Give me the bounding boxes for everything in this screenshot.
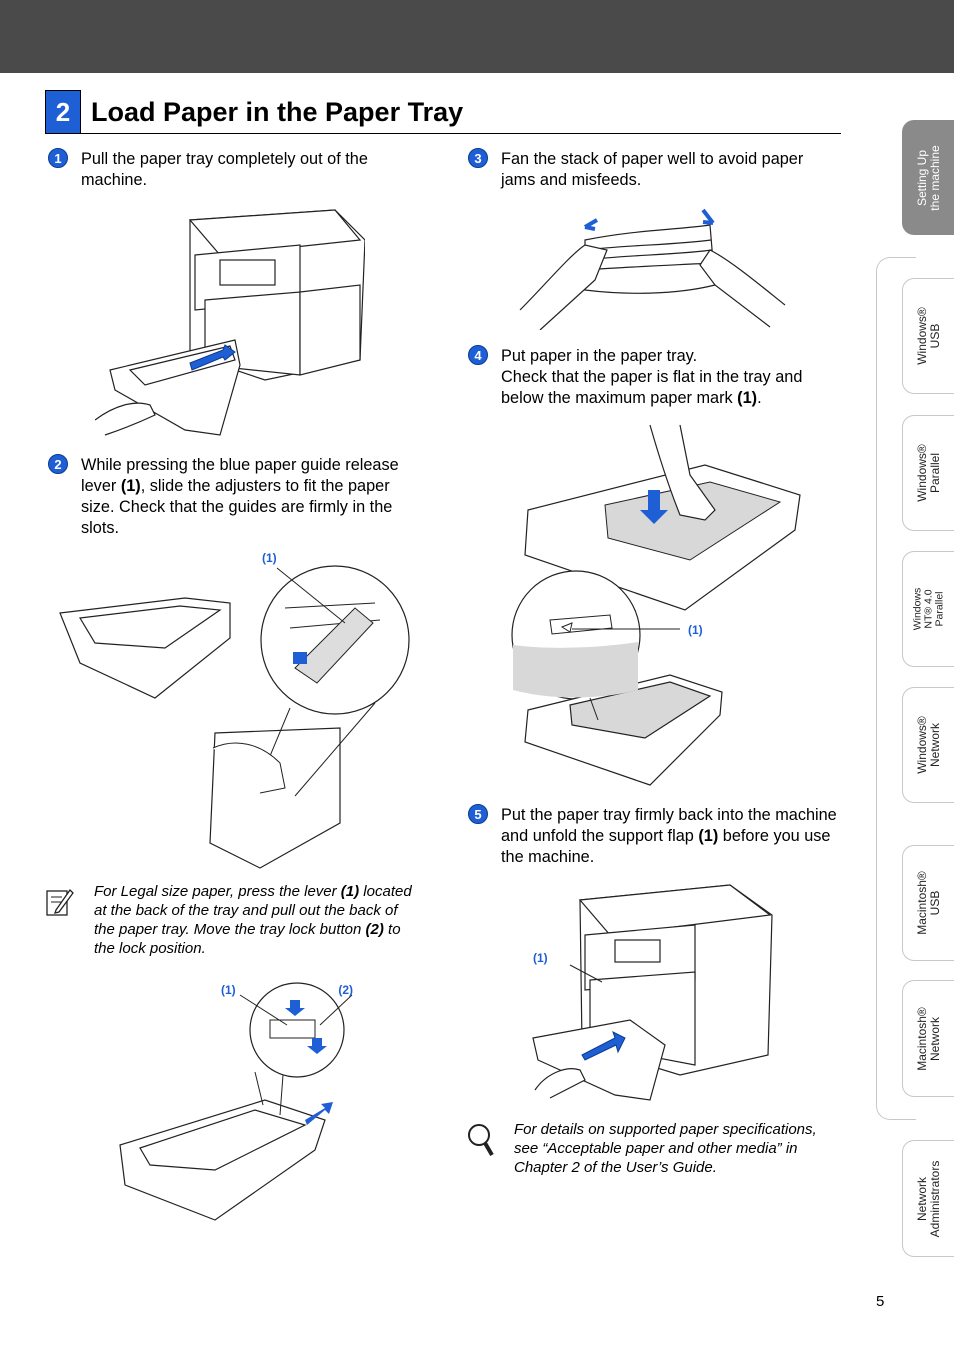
section-title: Load Paper in the Paper Tray bbox=[91, 97, 464, 127]
guide-release-illustration: (1) bbox=[59, 551, 410, 869]
machine-tray-out-illustration bbox=[95, 209, 365, 436]
sidebar-tab-windows-usb[interactable]: Windows®USB bbox=[902, 278, 954, 394]
sidebar-tab-windows-parallel[interactable]: Windows®Parallel bbox=[902, 415, 954, 531]
step-5-icon: 5 bbox=[468, 804, 488, 824]
sidebar-tab-windows-network[interactable]: Windows®Network bbox=[902, 687, 954, 803]
step-4-text: Put paper in the paper tray. Check that … bbox=[501, 347, 803, 407]
magnifier-icon bbox=[468, 1124, 494, 1157]
load-paper-illustration: (1) bbox=[511, 424, 801, 786]
section-number: 2 bbox=[45, 90, 81, 134]
svg-text:(1): (1) bbox=[688, 623, 703, 637]
fanning-paper-illustration bbox=[519, 208, 786, 330]
sidebar-bracket bbox=[876, 257, 916, 1120]
step-2-icon: 2 bbox=[48, 454, 68, 474]
step-3-icon: 3 bbox=[468, 148, 488, 168]
header-bar bbox=[0, 0, 954, 73]
page-number: 5 bbox=[876, 1293, 885, 1310]
svg-text:(2): (2) bbox=[338, 983, 353, 997]
step-1-text: Pull the paper tray completely out of th… bbox=[81, 150, 368, 189]
pencil-note-icon bbox=[46, 888, 74, 916]
step-3-text: Fan the stack of paper well to avoid pap… bbox=[501, 150, 804, 189]
details-note: For details on supported paper specifica… bbox=[514, 1121, 817, 1176]
step-2-text: While pressing the blue paper guide rele… bbox=[81, 456, 399, 537]
machine-tray-in-illustration: (1) bbox=[532, 884, 773, 1101]
step-4-icon: 4 bbox=[468, 345, 488, 365]
step-1-icon: 1 bbox=[48, 148, 68, 168]
tray-lock-illustration: (1) (2) bbox=[119, 982, 353, 1221]
section-heading: 2 Load Paper in the Paper Tray bbox=[45, 90, 841, 134]
sidebar-tab-macintosh-network[interactable]: Macintosh®Network bbox=[902, 980, 954, 1097]
svg-text:(1): (1) bbox=[533, 951, 548, 965]
legal-size-note: For Legal size paper, press the lever (1… bbox=[94, 883, 412, 957]
svg-text:(1): (1) bbox=[221, 983, 236, 997]
svg-text:(1): (1) bbox=[262, 551, 277, 565]
step-5-text: Put the paper tray firmly back into the … bbox=[501, 806, 837, 866]
sidebar-tab-macintosh-usb[interactable]: Macintosh®USB bbox=[902, 845, 954, 961]
